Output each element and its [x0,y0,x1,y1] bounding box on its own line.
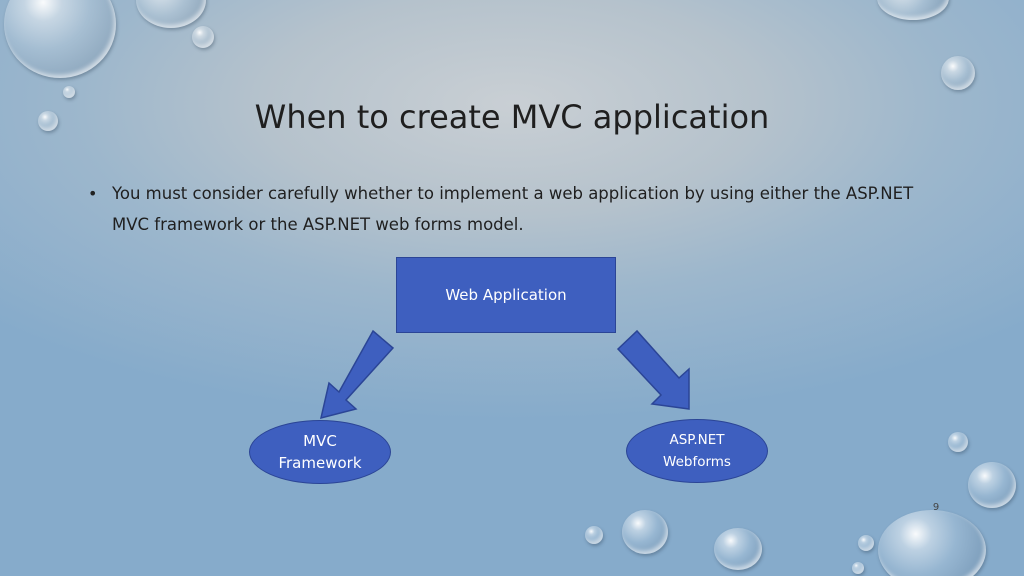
water-drop-decoration [941,56,975,90]
arrow-right-icon [616,329,690,410]
water-drop-decoration [714,528,762,570]
water-drop-decoration [852,562,864,574]
water-drop-decoration [968,462,1016,508]
bullet-text: You must consider carefully whether to i… [112,184,914,234]
slide-title: When to create MVC application [254,98,770,136]
water-drop-decoration [63,86,75,98]
aspnet-webforms-label-line2: Webforms [663,454,731,470]
page-number: 9 [932,502,940,513]
water-drop-decoration [192,26,214,48]
bullet-marker: • [88,184,98,203]
web-application-node: Web Application [396,257,616,333]
aspnet-webforms-label-line1: ASP.NET [669,432,725,448]
mvc-framework-label-line2: Framework [278,454,362,472]
web-application-label: Web Application [445,286,567,304]
bullet-item: • You must consider carefully whether to… [88,178,948,240]
water-drop-decoration [948,432,968,452]
water-drop-decoration [877,0,949,20]
water-drop-decoration [585,526,603,544]
arrow-left-icon [319,329,395,420]
mvc-framework-node: MVC Framework [249,420,391,484]
aspnet-webforms-node: ASP.NET Webforms [626,419,768,483]
water-drop-decoration [858,535,874,551]
water-drop-decoration [878,510,986,576]
water-drop-decoration [622,510,668,554]
mvc-framework-label-line1: MVC [303,432,337,450]
water-drop-decoration [38,111,58,131]
